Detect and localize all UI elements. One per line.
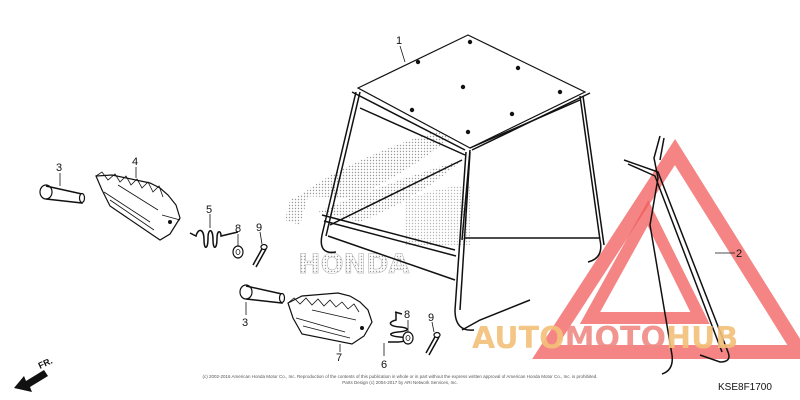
side-stand-part-2 — [623, 135, 730, 375]
callout-1: 1 — [396, 35, 402, 47]
callout-2: 2 — [736, 248, 742, 260]
callout-6: 6 — [381, 359, 387, 371]
callout-7: 7 — [336, 352, 342, 364]
footpeg-part-4 — [95, 171, 181, 241]
automotohub-triangle-watermark — [532, 138, 800, 359]
callout-8-upper: 8 — [235, 223, 241, 235]
callout-8-lower: 8 — [404, 309, 410, 321]
pin-part-3-lower — [239, 284, 286, 304]
wordmark-auto: AUTO — [472, 321, 565, 356]
copyright-line-2: Parts Design (c) 2004-2017 by ARI Networ… — [342, 380, 458, 385]
cotter-pin-part-9-upper — [252, 243, 268, 268]
stand-part-1 — [320, 34, 605, 331]
pin-part-3-upper — [39, 184, 86, 204]
spring-part-5 — [189, 229, 239, 248]
diagram-code: KSE8F1700 — [718, 382, 772, 393]
cotter-pin-part-9-lower — [425, 331, 441, 356]
wordmark-moto: MOTO — [565, 321, 666, 356]
wordmark-hub: HUB — [666, 321, 738, 356]
copyright-line-1: (c) 2002-2016 American Honda Motor Co., … — [203, 374, 598, 379]
leader-lines — [59, 45, 735, 356]
washer-part-8-lower — [402, 331, 414, 345]
honda-text-watermark: HONDA — [298, 249, 410, 280]
front-direction-indicator: FR. — [14, 356, 54, 392]
washer-part-8-upper — [232, 245, 244, 259]
automotohub-wordmark: AUTOMOTOHUB — [472, 321, 738, 356]
callout-9-upper: 9 — [256, 222, 262, 234]
callout-9-lower: 9 — [428, 312, 434, 324]
footpeg-part-7 — [287, 292, 373, 345]
honda-wing-watermark: HONDA — [285, 122, 470, 280]
fr-label: FR. — [37, 356, 54, 371]
callout-4: 4 — [132, 156, 138, 168]
callout-3-upper: 3 — [56, 162, 62, 174]
callout-3-lower: 3 — [242, 317, 248, 329]
callout-5: 5 — [206, 204, 212, 216]
